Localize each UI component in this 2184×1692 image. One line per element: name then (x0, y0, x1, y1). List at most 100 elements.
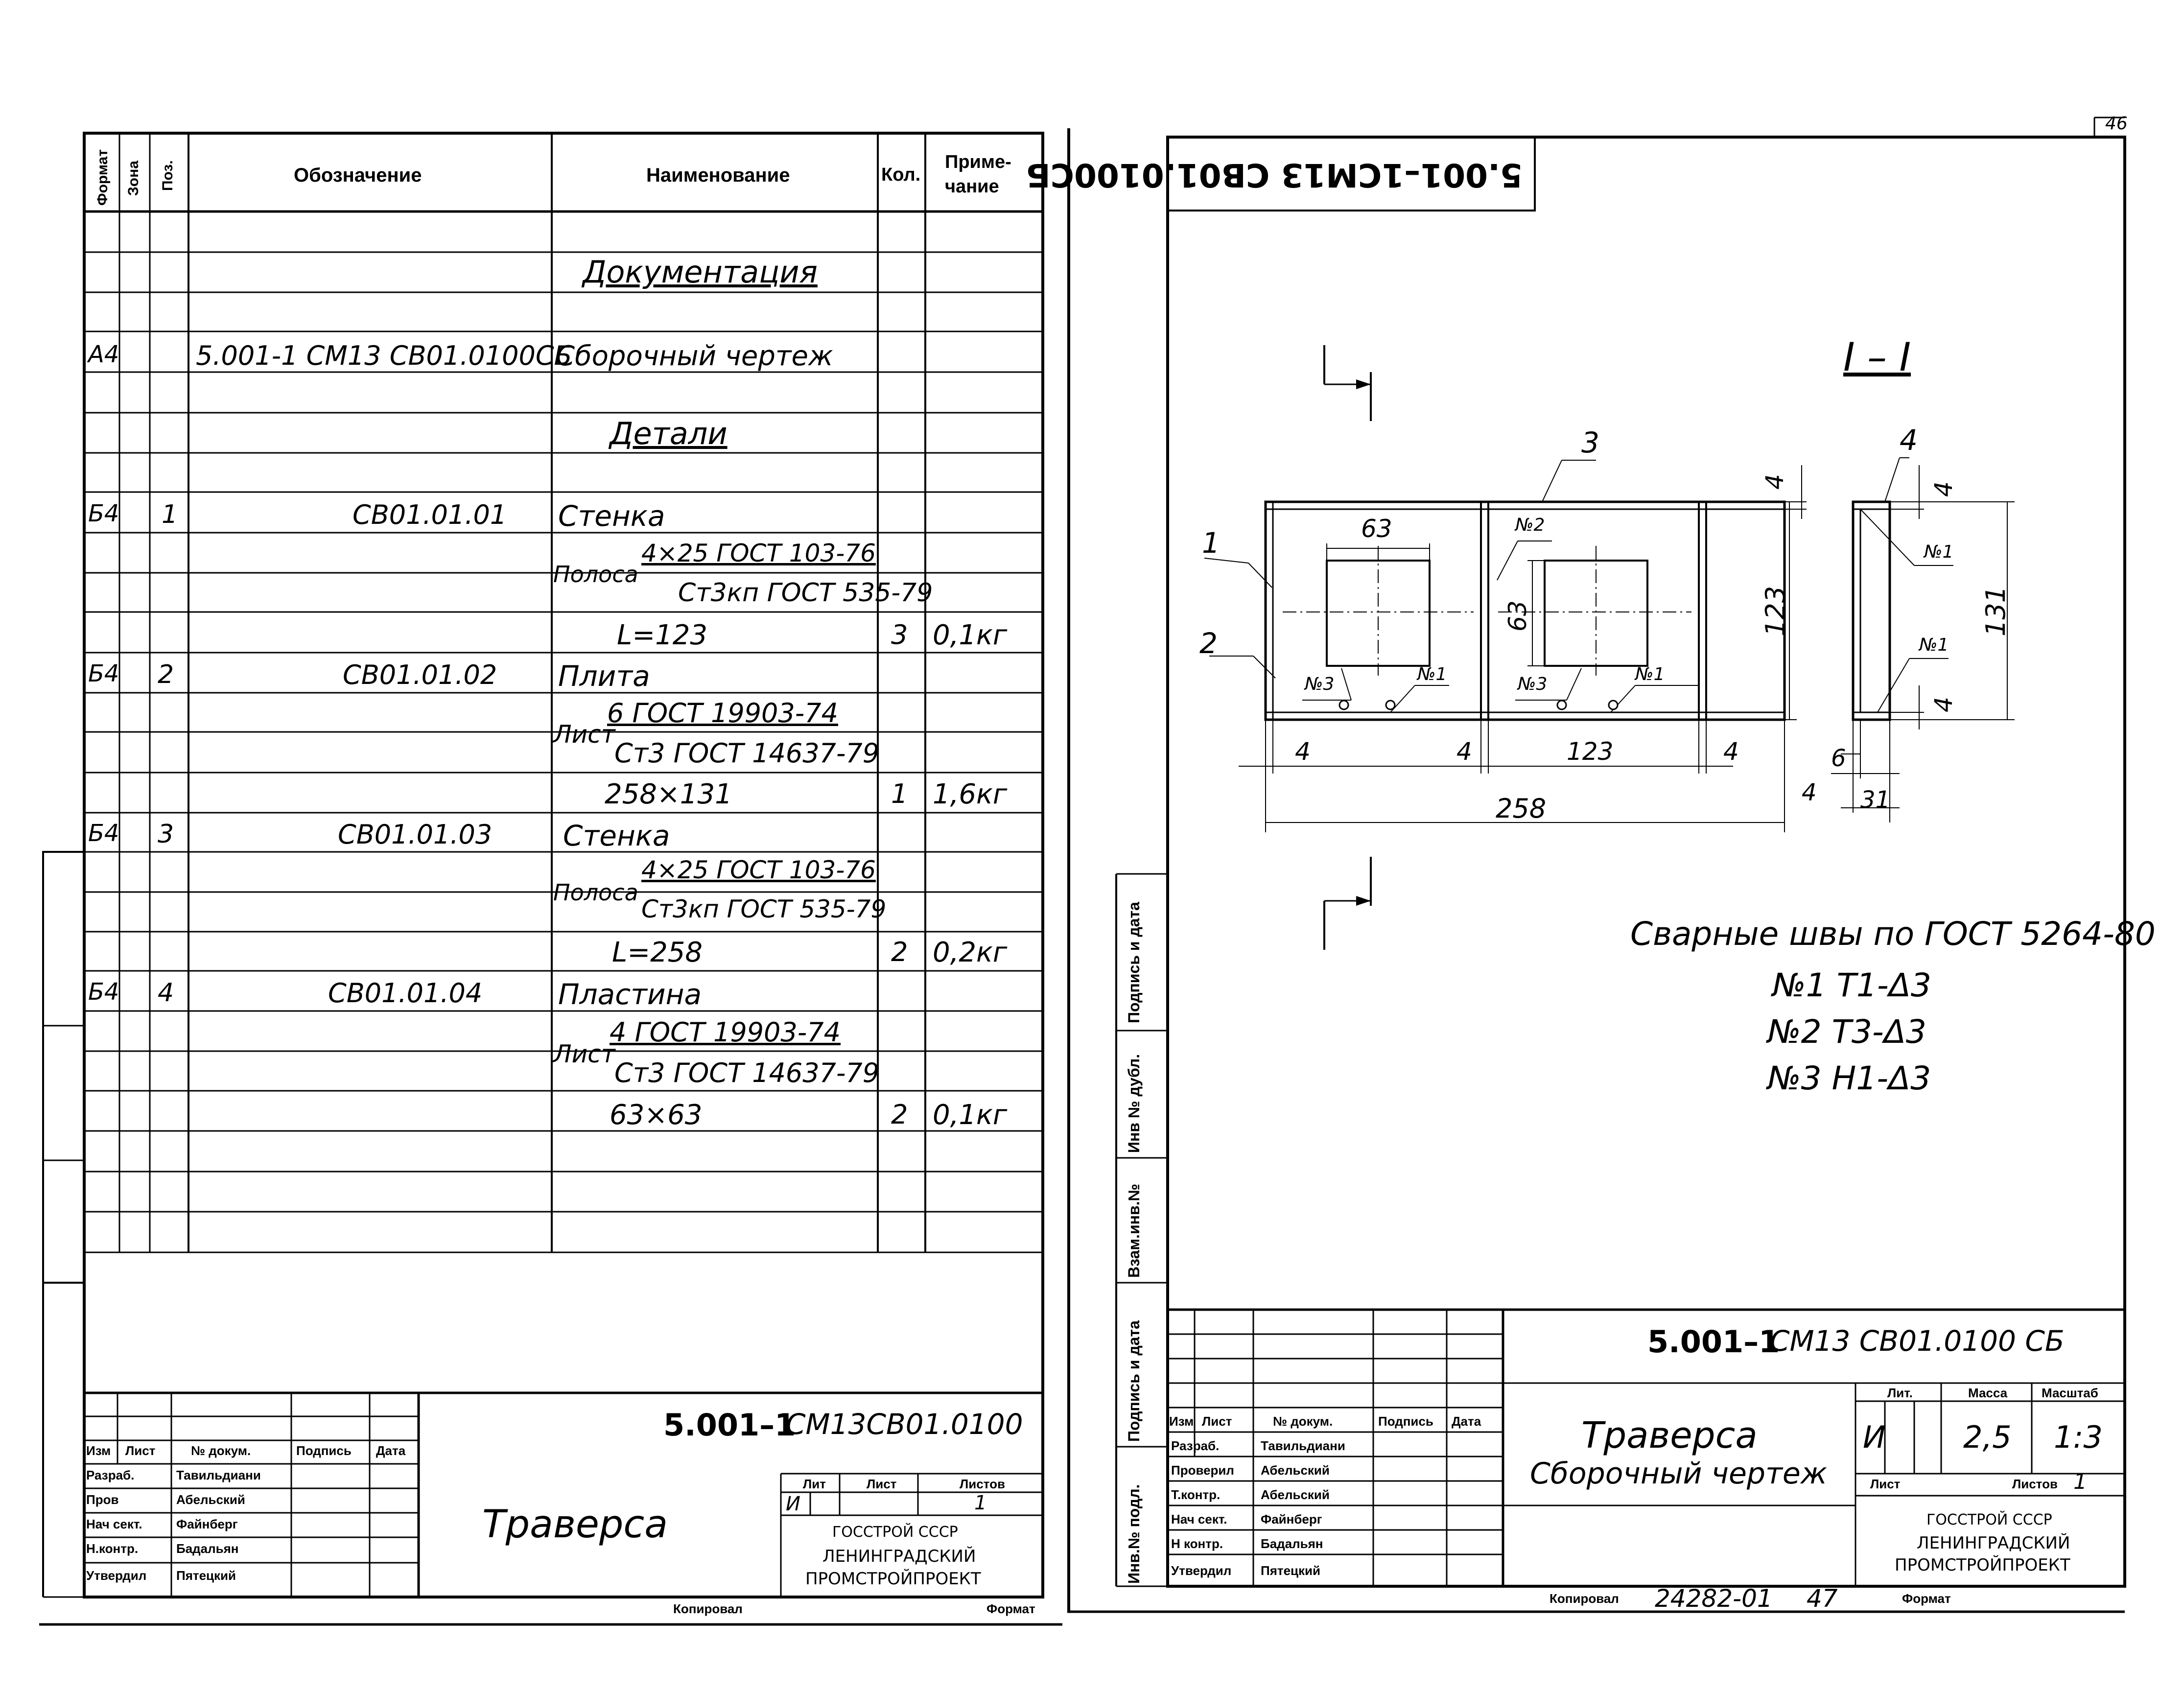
left-name-2: Абельский (176, 1492, 245, 1507)
right-lit-label: Лит. (1887, 1386, 1913, 1400)
left-sheets-value: 1 (974, 1492, 987, 1514)
right-title-2: Сборочный чертеж (1530, 1457, 1827, 1491)
header-name: Наименование (646, 164, 790, 186)
dim-4-right: 4 (1723, 737, 1739, 766)
header-format: Формат (94, 149, 111, 206)
left-title: Траверса (482, 1503, 668, 1547)
side-label-sign-date-2: Подпись и дата (1125, 1320, 1143, 1442)
callout-1: 1 (1202, 526, 1220, 560)
callout-4: 4 (1900, 423, 1918, 457)
left-sheets-label: Листов (960, 1477, 1005, 1491)
left-role-2: Пров (86, 1492, 119, 1507)
part-1-qty: 3 (891, 619, 908, 650)
right-org-1: ГОССТРОЙ СССР (1926, 1511, 2052, 1528)
header-zone: Зона (125, 161, 141, 196)
part-4-material-prefix: Лист (553, 1040, 615, 1068)
right-col-doc: № докум. (1273, 1414, 1333, 1429)
callout-3: 3 (1581, 426, 1599, 459)
part-4-size: 63×63 (610, 1099, 703, 1131)
left-col-date: Дата (376, 1443, 406, 1458)
section-parts: Детали (610, 416, 728, 451)
right-scale-value: 1:3 (2054, 1419, 2103, 1455)
doc-designation: 5.001-1 СМ13 СВ01.0100СБ (196, 340, 572, 371)
left-name-1: Тавильдиани (176, 1468, 261, 1482)
header-note-2: чание (945, 176, 999, 197)
part-2-note: 1,6кг (933, 778, 1008, 810)
right-col-date: Дата (1452, 1414, 1481, 1429)
header-qty: Кол. (881, 164, 921, 185)
right-role-2: Проверил (1171, 1463, 1234, 1478)
left-code-hand: СМ13СВ01.0100 (786, 1408, 1023, 1441)
part-4-note: 0,1кг (933, 1099, 1008, 1131)
part-2-size: 258×131 (605, 778, 732, 810)
doc-name: Сборочный чертеж (556, 340, 833, 372)
right-sheets-label: Листов (2012, 1477, 2058, 1491)
left-col-list: Лист (125, 1443, 156, 1458)
weld-mark-section-1b: №1 (1919, 635, 1949, 655)
dim-123-v: 123 (1760, 586, 1791, 636)
part-4-material-bottom: Ст3 ГОСТ 14637-79 (614, 1058, 880, 1088)
left-col-doc: № докум. (191, 1443, 251, 1458)
part-3-designation: СВ01.01.03 (338, 819, 493, 850)
side-label-dup: Инв № дубл. (1125, 1054, 1143, 1153)
right-col-izm: Изм (1169, 1414, 1194, 1429)
part-3-material-top: 4×25 ГОСТ 103-76 (641, 856, 876, 884)
part-3-material-bottom: Ст3кп ГОСТ 535-79 (641, 895, 887, 923)
left-name-5: Пятецкий (176, 1568, 236, 1583)
right-copied-num: 47 (1807, 1584, 1838, 1613)
part-3-name: Стенка (563, 819, 670, 852)
left-copied: Копировал (673, 1601, 743, 1616)
left-lit-label: Лит (803, 1477, 826, 1491)
dim-4-mid: 4 (1456, 737, 1472, 766)
part-2-material-prefix: Лист (553, 720, 615, 749)
right-format-label: Формат (1902, 1591, 1951, 1606)
left-sheet-label: Лист (867, 1477, 897, 1491)
part-2-material-bottom: Ст3 ГОСТ 14637-79 (614, 738, 880, 769)
part-3-note: 0,2кг (933, 937, 1008, 968)
dim-4-section-low: 4 (1802, 779, 1817, 806)
weld-mark-plan-3a: №3 (1305, 674, 1335, 694)
right-role-1: Разраб. (1171, 1438, 1220, 1453)
right-org-3: ПРОМСТРОЙПРОЕКТ (1895, 1555, 2070, 1575)
left-code-bold: 5.001–1 (663, 1407, 796, 1443)
part-2-pos: 2 (158, 660, 174, 689)
part-1-material-top: 4×25 ГОСТ 103-76 (641, 539, 876, 567)
part-1-note: 0,1кг (933, 619, 1008, 651)
part-4-format: Б4 (88, 978, 119, 1006)
left-role-4: Н.контр. (86, 1541, 139, 1556)
weld-note-1: №1 Т1-Δ3 (1772, 966, 1931, 1004)
left-col-sign: Подпись (296, 1443, 352, 1458)
part-2-material-top: 6 ГОСТ 19903-74 (607, 698, 838, 728)
part-3-size: L=258 (612, 937, 703, 968)
dim-6: 6 (1831, 745, 1846, 772)
right-copied-hand: 24282-01 (1655, 1584, 1773, 1613)
header-designation: Обозначение (294, 164, 422, 186)
right-org-2: ЛЕНИНГРАДСКИЙ (1917, 1533, 2070, 1553)
left-name-4: Бадальян (176, 1541, 239, 1556)
part-2-name: Плита (558, 659, 650, 693)
dim-123-h: 123 (1567, 737, 1614, 766)
part-1-name: Стенка (558, 499, 665, 533)
weld-notes-title: Сварные швы по ГОСТ 5264-80 (1630, 915, 2156, 953)
right-role-5: Н контр. (1171, 1536, 1223, 1551)
weld-note-2: №2 Т3-Δ3 (1767, 1013, 1926, 1051)
right-col-list: Лист (1202, 1414, 1232, 1429)
part-2-designation: СВ01.01.02 (343, 659, 497, 690)
weld-note-3: №3 Н1-Δ3 (1767, 1059, 1931, 1097)
part-3-pos: 3 (158, 820, 174, 849)
part-1-format: Б4 (88, 500, 119, 527)
left-role-1: Разраб. (86, 1468, 135, 1482)
weld-mark-plan-3b: №3 (1518, 674, 1548, 694)
right-lit-value: И (1863, 1419, 1886, 1455)
header-note-1: Приме- (945, 152, 1011, 172)
doc-format: А4 (88, 341, 119, 368)
section-label: I – I (1843, 334, 1911, 380)
part-4-qty: 2 (891, 1099, 908, 1130)
right-col-sign: Подпись (1378, 1414, 1433, 1429)
left-org-1: ГОССТРОЙ СССР (832, 1524, 958, 1541)
header-pos: Поз. (160, 160, 176, 191)
left-lit-value: И (786, 1493, 800, 1515)
part-2-qty: 1 (891, 778, 908, 809)
